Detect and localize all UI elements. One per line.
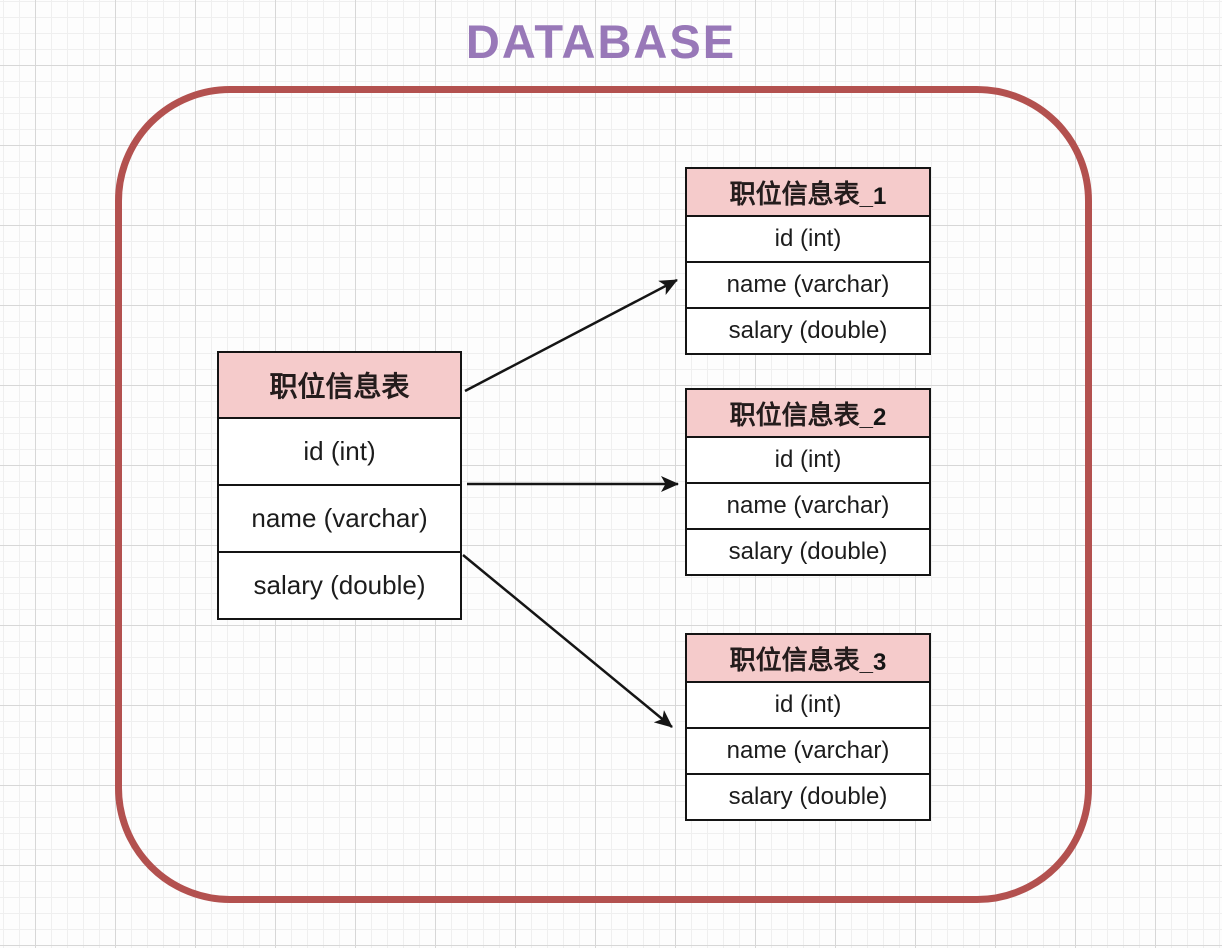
table-source-title: 职位信息表 (269, 370, 410, 403)
table-shard-2-field-name: name (varchar) (687, 484, 929, 530)
table-shard-1: 职位信息表_1 id (int) name (varchar) salary (… (685, 167, 931, 355)
database-boundary (115, 86, 1092, 903)
table-shard-2-header: 职位信息表_2 (687, 390, 929, 438)
table-shard-2-suffix: _2 (859, 404, 887, 431)
table-shard-3: 职位信息表_3 id (int) name (varchar) salary (… (685, 633, 931, 821)
table-source: 职位信息表 id (int) name (varchar) salary (do… (217, 351, 462, 620)
table-source-field-id: id (int) (219, 419, 460, 486)
table-shard-2-title: 职位信息表 (729, 400, 860, 431)
table-shard-2-field-salary: salary (double) (728, 538, 888, 565)
table-shard-1-field-id: id (int) (687, 217, 929, 263)
diagram-title: DATABASE (465, 15, 737, 68)
table-shard-1-suffix: _1 (859, 183, 887, 210)
table-shard-1-field-name: name (varchar) (687, 263, 929, 309)
table-source-header: 职位信息表 (219, 353, 460, 419)
table-shard-3-field-name: name (varchar) (687, 729, 929, 775)
table-shard-3-field-salary: salary (double) (728, 783, 888, 810)
table-shard-1-field-salary: salary (double) (728, 317, 888, 344)
table-shard-2: 职位信息表_2 id (int) name (varchar) salary (… (685, 388, 931, 576)
table-shard-1-title: 职位信息表 (729, 179, 860, 210)
table-shard-3-title: 职位信息表 (729, 645, 860, 676)
table-shard-2-field-id: id (int) (687, 438, 929, 484)
table-source-field-name: name (varchar) (219, 486, 460, 553)
table-source-field-salary: salary (double) (253, 570, 426, 600)
table-shard-3-header: 职位信息表_3 (687, 635, 929, 683)
table-shard-3-field-id: id (int) (687, 683, 929, 729)
table-shard-1-header: 职位信息表_1 (687, 169, 929, 217)
table-shard-3-suffix: _3 (859, 649, 887, 676)
